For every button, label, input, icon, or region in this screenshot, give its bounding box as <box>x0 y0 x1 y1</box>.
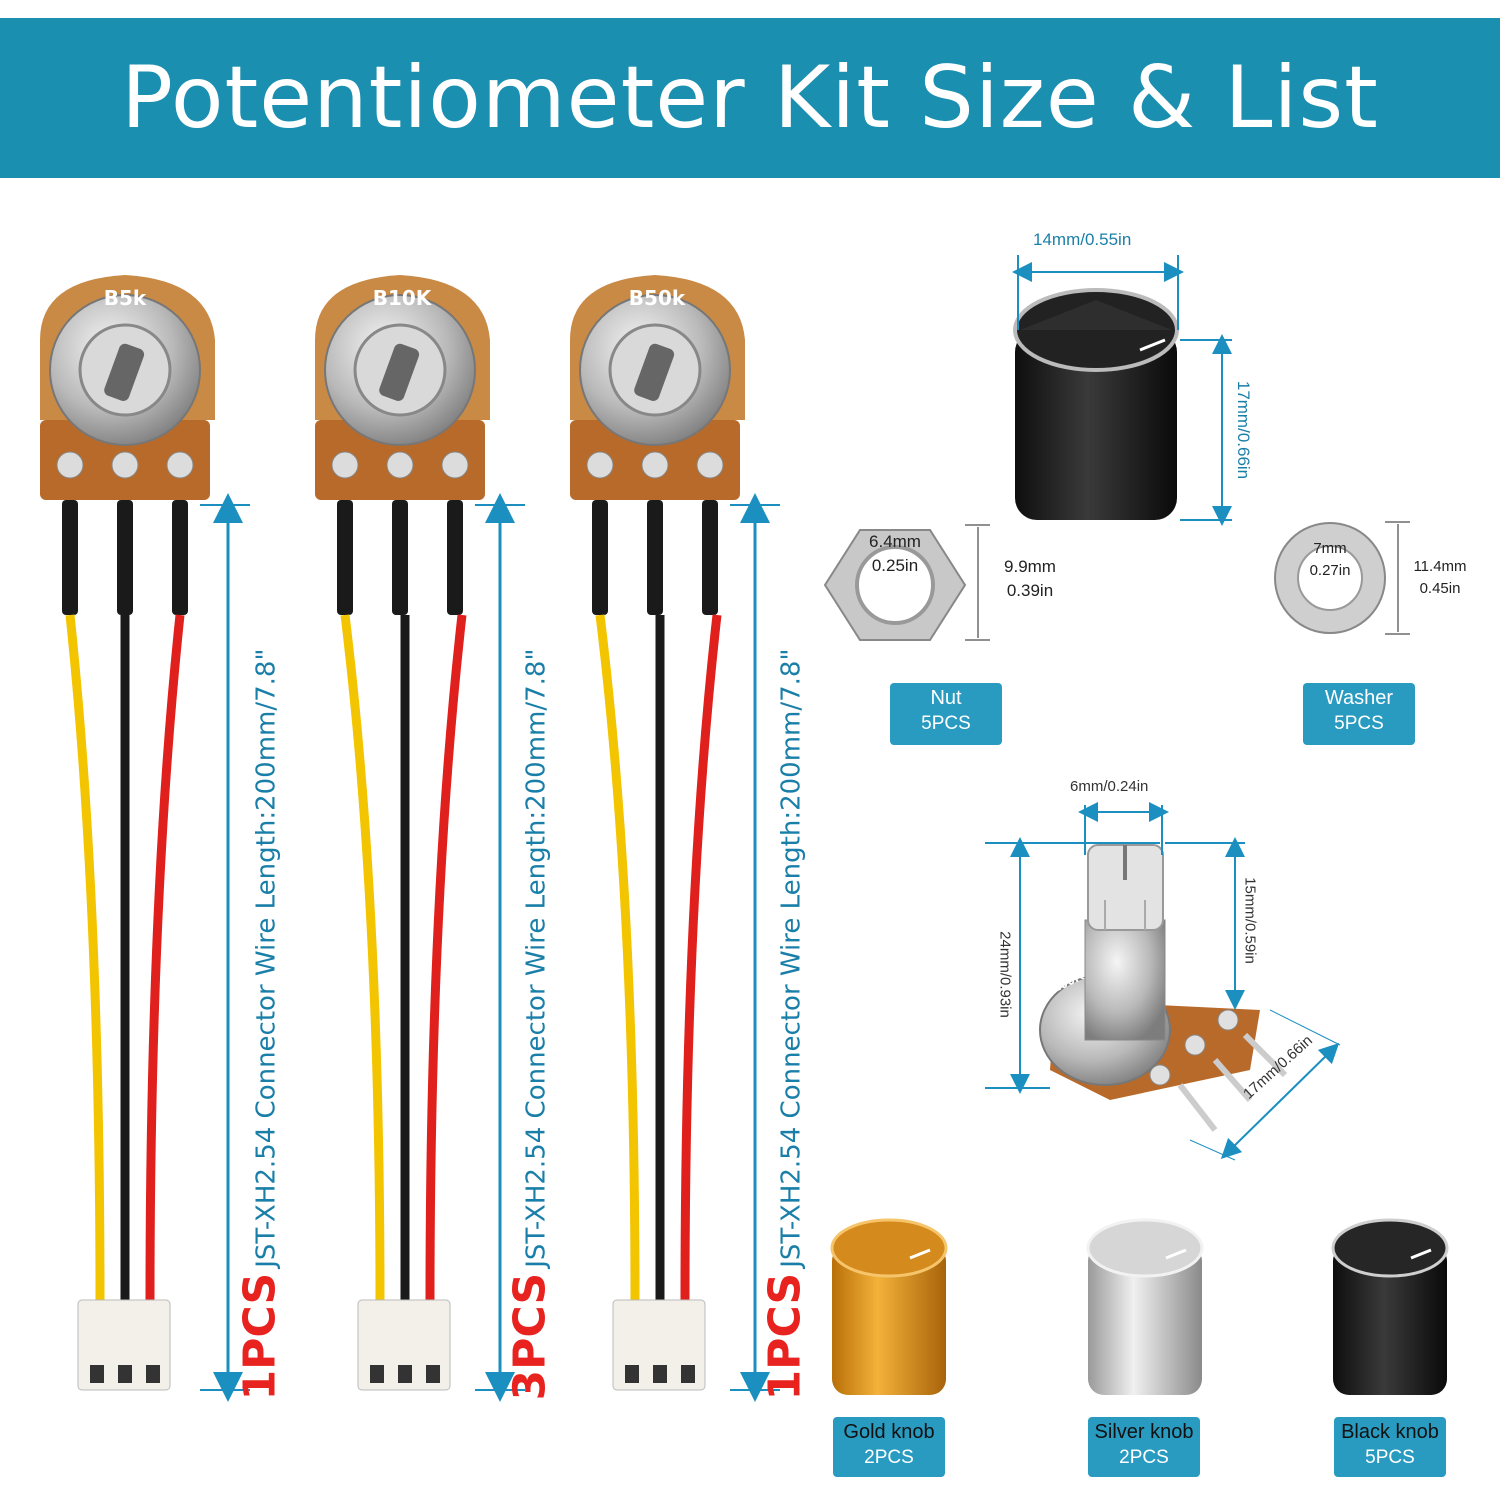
wire-label-3: 1PCS JST-XH2.54 Connector Wire Length:20… <box>760 521 811 1401</box>
knob-width-dimension: 14mm/0.55in <box>1033 230 1132 249</box>
potentiometer-b10k <box>315 275 525 1402</box>
nut-illustration <box>823 524 990 641</box>
gold-knob-name: Gold knob <box>843 1421 935 1443</box>
wire-description-2: JST-XH2.54 Connector Wire Length:200mm/7… <box>521 648 552 1268</box>
washer-illustration <box>1274 521 1410 635</box>
wire-description-1: JST-XH2.54 Connector Wire Length:200mm/7… <box>251 648 282 1268</box>
nut-inner-dimension: 6.4mm 0.25in <box>860 530 930 578</box>
nut-inner-mm: 6.4mm <box>869 532 921 551</box>
silver-knob-quantity: 2PCS <box>1119 1447 1169 1468</box>
pot-label-b5k: B5k <box>103 286 147 310</box>
black-knob-tag: Black knob 5PCS <box>1334 1417 1446 1477</box>
nut-outer-mm: 9.9mm <box>1004 557 1056 576</box>
pot-label-b10k: B10K <box>372 286 432 310</box>
quantity-label-3: 1PCS <box>759 1272 811 1401</box>
washer-quantity: 5PCS <box>1334 713 1384 734</box>
black-knob-image <box>1331 1218 1449 1395</box>
black-knob-quantity: 5PCS <box>1365 1447 1415 1468</box>
nut-outer-in: 0.39in <box>1006 581 1054 600</box>
gold-knob-image <box>830 1218 948 1395</box>
nut-inner-in: 0.25in <box>871 556 919 575</box>
washer-name: Washer <box>1324 687 1394 709</box>
pot-label-b50k: B50k <box>628 286 686 310</box>
potentiometer-b5k <box>40 275 250 1402</box>
title-banner: Potentiometer Kit Size & List <box>0 18 1500 178</box>
shaft-length-dimension: 15mm/0.59in <box>1241 877 1259 964</box>
nut-outer-dimension: 9.9mm 0.39in <box>990 555 1070 603</box>
washer-outer-mm: 11.4mm <box>1413 558 1467 575</box>
washer-inner-dimension: 7mm 0.27in <box>1295 538 1365 582</box>
gold-knob-quantity: 2PCS <box>864 1447 914 1468</box>
quantity-label-2: 3PCS <box>504 1272 556 1401</box>
gold-knob-tag: Gold knob 2PCS <box>833 1417 945 1477</box>
black-knob-name: Black knob <box>1341 1421 1439 1443</box>
nut-quantity: 5PCS <box>921 713 971 734</box>
wire-label-2: 3PCS JST-XH2.54 Connector Wire Length:20… <box>505 521 556 1401</box>
nut-tag: Nut 5PCS <box>890 683 1002 745</box>
nut-name: Nut <box>930 687 962 709</box>
washer-outer-dimension: 11.4mm 0.45in <box>1405 556 1475 600</box>
silver-knob-name: Silver knob <box>1094 1421 1194 1443</box>
total-height-dimension: 24mm/0.93in <box>996 931 1014 1018</box>
page-title: Potentiometer Kit Size & List <box>121 48 1379 148</box>
knob-dimension-illustration <box>1012 255 1232 526</box>
quantity-label-1: 1PCS <box>234 1272 286 1401</box>
washer-outer-in: 0.45in <box>1419 580 1461 597</box>
washer-inner-in: 0.27in <box>1309 562 1351 579</box>
silver-knob-tag: Silver knob 2PCS <box>1088 1417 1200 1477</box>
silver-knob-image <box>1086 1218 1204 1395</box>
washer-inner-mm: 7mm <box>1313 540 1347 557</box>
potentiometer-b50k <box>570 275 780 1402</box>
wire-description-3: JST-XH2.54 Connector Wire Length:200mm/7… <box>776 648 807 1268</box>
shaft-width-dimension: 6mm/0.24in <box>1070 778 1149 795</box>
potentiometer-side-view <box>985 802 1341 1161</box>
knob-height-dimension: 17mm/0.66in <box>1234 380 1253 480</box>
washer-tag: Washer 5PCS <box>1303 683 1415 745</box>
wire-label-1: 1PCS JST-XH2.54 Connector Wire Length:20… <box>235 521 286 1401</box>
